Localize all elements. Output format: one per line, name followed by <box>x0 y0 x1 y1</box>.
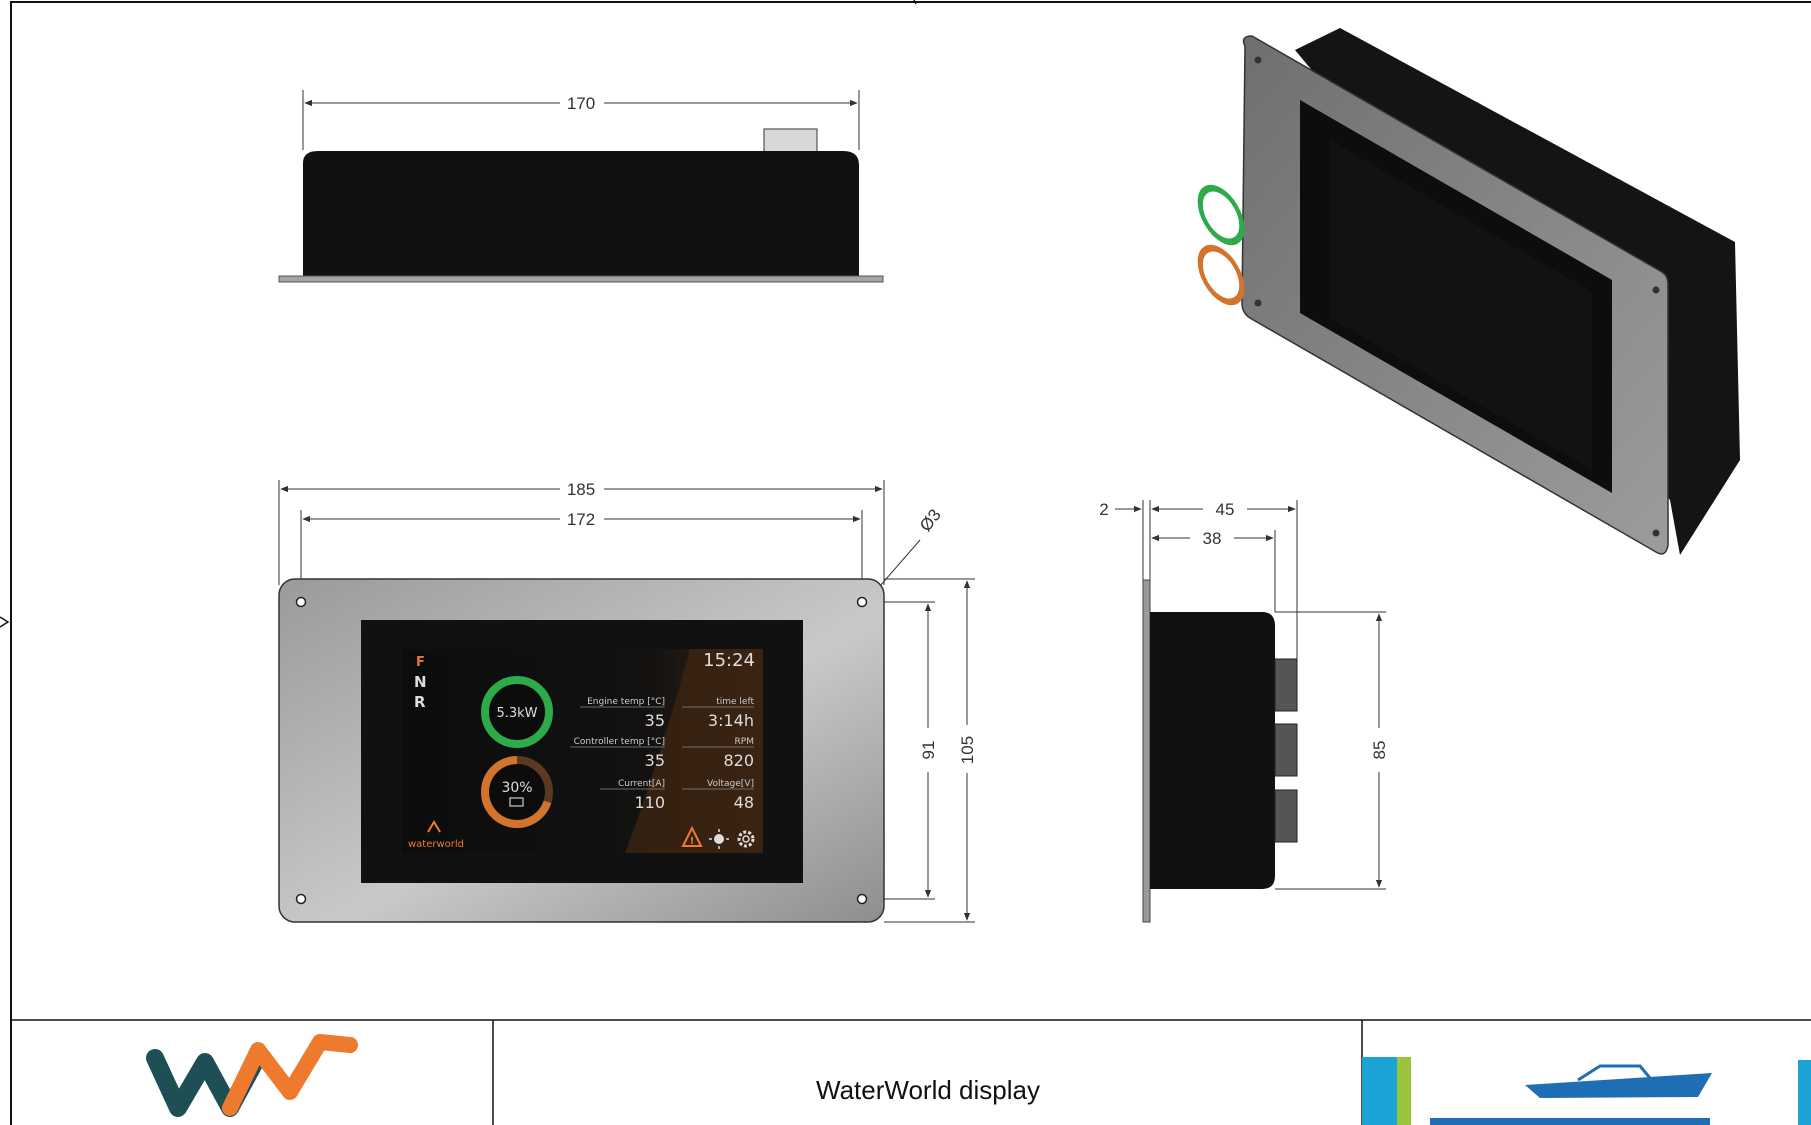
warning-icon <box>681 825 703 847</box>
power-value: 5.3kW <box>496 706 537 721</box>
body-height-dim: 85 <box>1370 741 1389 760</box>
side-connector-3 <box>1274 789 1298 843</box>
label-time-left: time left <box>716 697 754 707</box>
title-block: WaterWorld display <box>146 1034 1811 1125</box>
gear-f: F <box>416 655 425 670</box>
side-connector-1 <box>1274 658 1298 712</box>
svg-text:!: ! <box>690 836 695 847</box>
screen-ui: F N R 5.3kW 30% 15:24 Engine temp [°C] 3… <box>408 650 755 850</box>
brand-wordmark: waterworld <box>408 839 464 850</box>
top-flange <box>278 275 884 283</box>
gear-r: R <box>414 693 426 711</box>
battery-ring <box>481 756 552 828</box>
hole-spacing-dim: 172 <box>567 510 595 529</box>
flange-dim: 2 <box>1099 500 1108 519</box>
isometric-view <box>1197 28 1740 555</box>
value-voltage: 48 <box>734 793 754 812</box>
mount-hole-br <box>856 893 868 905</box>
value-rpm: 820 <box>723 751 754 770</box>
side-flange <box>1142 579 1151 923</box>
brightness-icon <box>714 834 724 844</box>
battery-icon <box>509 797 524 807</box>
power-ring <box>481 676 553 748</box>
partner-logo-icon <box>1362 1057 1811 1125</box>
outer-height-dim: 105 <box>958 736 977 764</box>
top-view: 170 <box>278 90 884 283</box>
value-engine-temp: 35 <box>645 711 665 730</box>
label-current: Current[A] <box>618 779 665 789</box>
hole-vertical-dim: 91 <box>919 741 938 760</box>
iso-battery-ring <box>1197 244 1245 306</box>
hole-dia-dim: Ø3 <box>916 506 945 536</box>
value-controller-temp: 35 <box>645 751 665 770</box>
label-controller-temp: Controller temp [°C] <box>574 737 665 747</box>
body-depth-dim: 38 <box>1203 529 1222 548</box>
mount-hole-tr <box>856 596 868 608</box>
label-rpm: RPM <box>735 737 754 747</box>
mount-hole-bl <box>295 893 307 905</box>
clock: 15:24 <box>703 650 755 671</box>
side-view: 2 45 38 85 <box>1099 500 1389 923</box>
brand-mark-icon <box>427 820 441 833</box>
side-connector-2 <box>1274 723 1298 777</box>
label-voltage: Voltage[V] <box>707 779 754 789</box>
depth-dim: 45 <box>1216 500 1235 519</box>
gear-n: N <box>414 673 427 691</box>
top-housing <box>303 151 859 277</box>
front-view: 185 172 Ø3 91 105 F N R 5 <box>278 480 977 923</box>
settings-gear-icon <box>737 830 755 848</box>
top-connector <box>763 128 818 155</box>
outer-width-dim: 185 <box>567 480 595 499</box>
label-engine-temp: Engine temp [°C] <box>587 697 665 707</box>
iso-display-screen <box>1330 140 1592 470</box>
waterworld-logo-icon <box>146 1034 358 1117</box>
mount-hole-tl <box>295 596 307 608</box>
side-housing <box>1150 612 1275 889</box>
drawing-title: WaterWorld display <box>816 1075 1040 1105</box>
top-width-dim: 170 <box>567 94 595 113</box>
value-current: 110 <box>634 793 665 812</box>
value-time-left: 3:14h <box>708 711 754 730</box>
battery-value: 30% <box>501 780 532 796</box>
iso-power-ring <box>1197 184 1245 246</box>
